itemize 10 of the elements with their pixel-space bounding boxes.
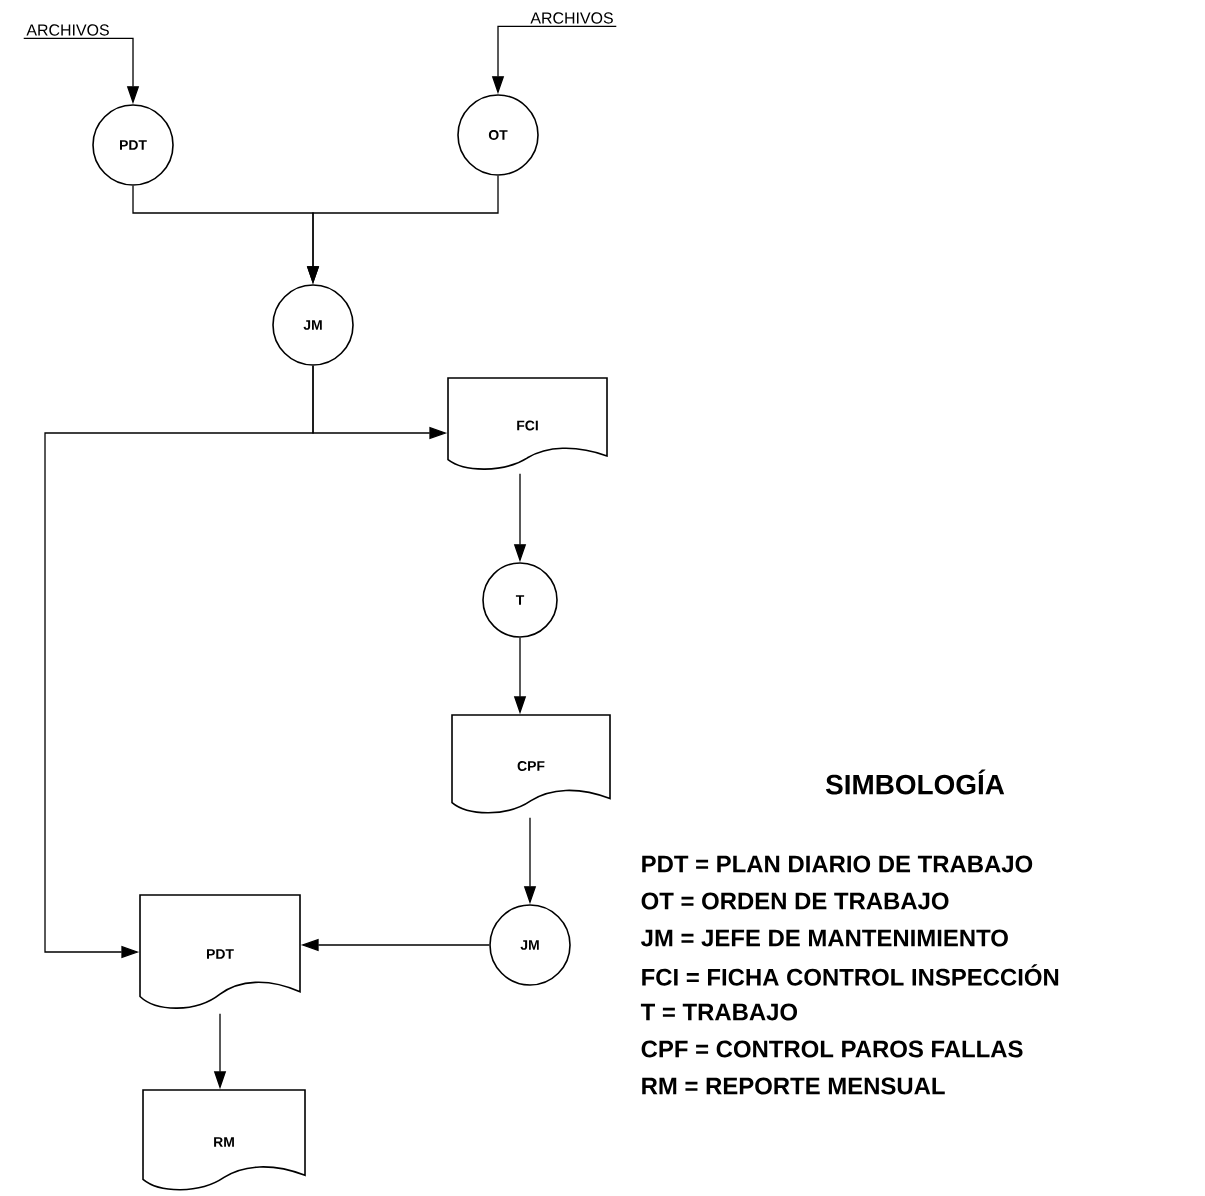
- legend-entry: CPF = CONTROL PAROS FALLAS: [641, 1040, 1023, 1058]
- legend-heading: SIMBOLOGÍA: [825, 769, 1005, 795]
- legend-entry: FCI = FICHA CONTROL INSPECCIÓN: [642, 964, 1059, 986]
- legend-entry: T = TRABAJO: [640, 1003, 798, 1021]
- legend-entry: JM = JEFE DE MANTENIMIENTO: [641, 929, 1008, 947]
- source-label: ARCHIVOS: [530, 12, 613, 24]
- source-label: ARCHIVOS: [26, 24, 109, 36]
- legend-entry: PDT = PLAN DIARIO DE TRABAJO: [642, 855, 1033, 873]
- legend-entry: OT = ORDEN DE TRABAJO: [641, 892, 949, 910]
- legend-entry: RM = REPORTE MENSUAL: [642, 1077, 945, 1095]
